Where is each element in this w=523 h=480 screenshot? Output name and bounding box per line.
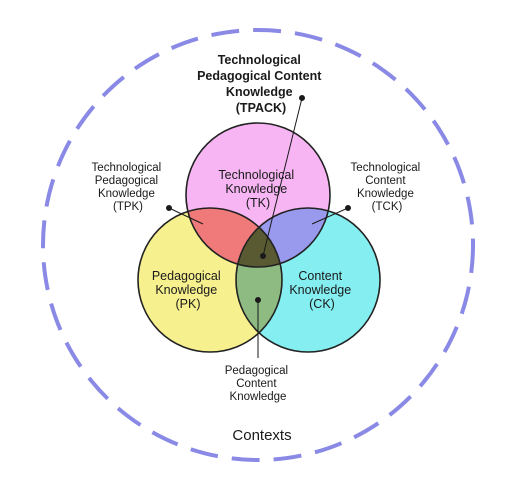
tk-outline — [185, 122, 331, 268]
tpack-label-line: Knowledge — [226, 85, 293, 99]
tpk-label-line: Knowledge — [98, 188, 155, 200]
tpack-label-line: (TPACK) — [236, 101, 286, 115]
leader-lines — [166, 95, 351, 358]
tpk-label-line: Technological — [92, 162, 162, 174]
contexts-boundary — [41, 28, 475, 462]
tpack-label-line: Pedagogical Content — [197, 69, 322, 83]
tck-label-line: Knowledge — [357, 188, 414, 200]
pck-label: Pedagogical Content Knowledge — [225, 365, 292, 403]
pk-outline — [137, 207, 283, 353]
ck-label-line: (CK) — [309, 297, 335, 311]
tck-label: Technological Content Knowledge (TCK) — [351, 162, 424, 213]
pk-label: Pedagogical Knowledge (PK) — [152, 269, 224, 311]
tk-label-line: Technological — [218, 168, 294, 182]
tpk-label: Technological Pedagogical Knowledge (TPK… — [92, 162, 165, 213]
contexts-label: Contexts — [232, 427, 291, 444]
tk-label-line: Knowledge — [225, 182, 287, 196]
pk-label-line: (PK) — [176, 297, 201, 311]
tck-label-line: (TCK) — [372, 201, 403, 213]
pk-label-line: Pedagogical — [152, 269, 221, 283]
tpk-label-line: Pedagogical — [95, 175, 158, 187]
tk-label-line: (TK) — [246, 196, 270, 210]
tk-label: Technological Knowledge (TK) — [218, 168, 297, 210]
tck-label-line: Content — [365, 175, 406, 187]
pck-label-line: Content — [236, 378, 277, 390]
pck-label-line: Knowledge — [230, 391, 287, 403]
tck-label-line: Technological — [351, 162, 421, 174]
pk-label-line: Knowledge — [155, 283, 217, 297]
tpk-label-line: (TPK) — [113, 201, 143, 213]
tpack-label-line: Technological — [218, 53, 301, 67]
pck-label-line: Pedagogical — [225, 365, 288, 377]
tpack-label: Technological Pedagogical Content Knowle… — [197, 53, 325, 115]
ck-label-line: Knowledge — [289, 283, 351, 297]
ck-label-line: Content — [298, 269, 342, 283]
ck-label: Content Knowledge (CK) — [289, 269, 354, 311]
ck-outline — [235, 207, 381, 353]
